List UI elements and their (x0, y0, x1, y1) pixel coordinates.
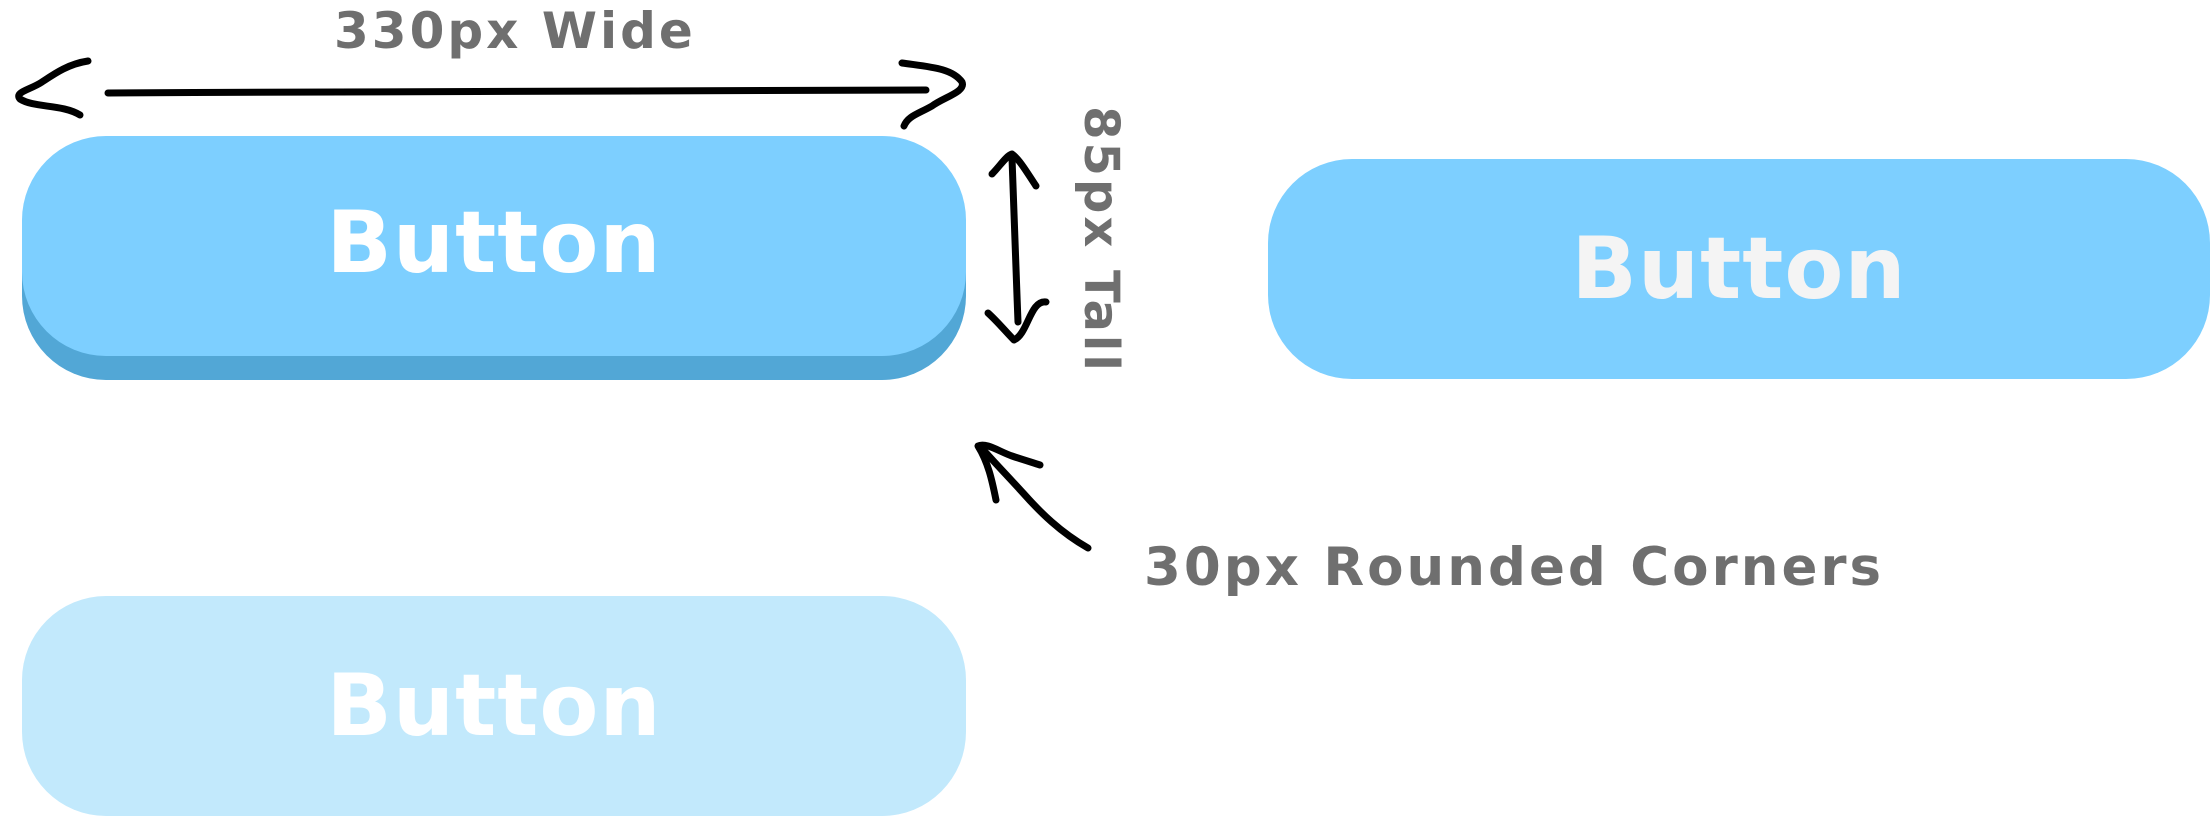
button-disabled-label: Button (326, 656, 662, 756)
button-hover-label: Button (1571, 219, 1907, 319)
button-default-label: Button (326, 193, 662, 293)
corner-arrow-head (974, 441, 1044, 504)
height-annotation-label: 85px Tall (1073, 106, 1129, 374)
button-hover[interactable]: Button (1268, 159, 2210, 379)
button-default[interactable]: Button (22, 136, 966, 356)
height-annotation: 85px Tall (1066, 106, 1136, 374)
corner-arrow-line (976, 442, 1092, 552)
height-arrow-bottom-head (984, 298, 1050, 344)
width-annotation-label: 330px Wide (334, 2, 696, 60)
width-arrow-right-head (898, 59, 966, 130)
width-arrow-left-head (15, 57, 92, 119)
height-arrow-line (1008, 154, 1022, 326)
width-arrow-line (104, 86, 930, 97)
button-disabled: Button (22, 596, 966, 816)
corners-annotation-label: 30px Rounded Corners (1144, 537, 1885, 598)
height-arrow-top-head (988, 150, 1040, 190)
